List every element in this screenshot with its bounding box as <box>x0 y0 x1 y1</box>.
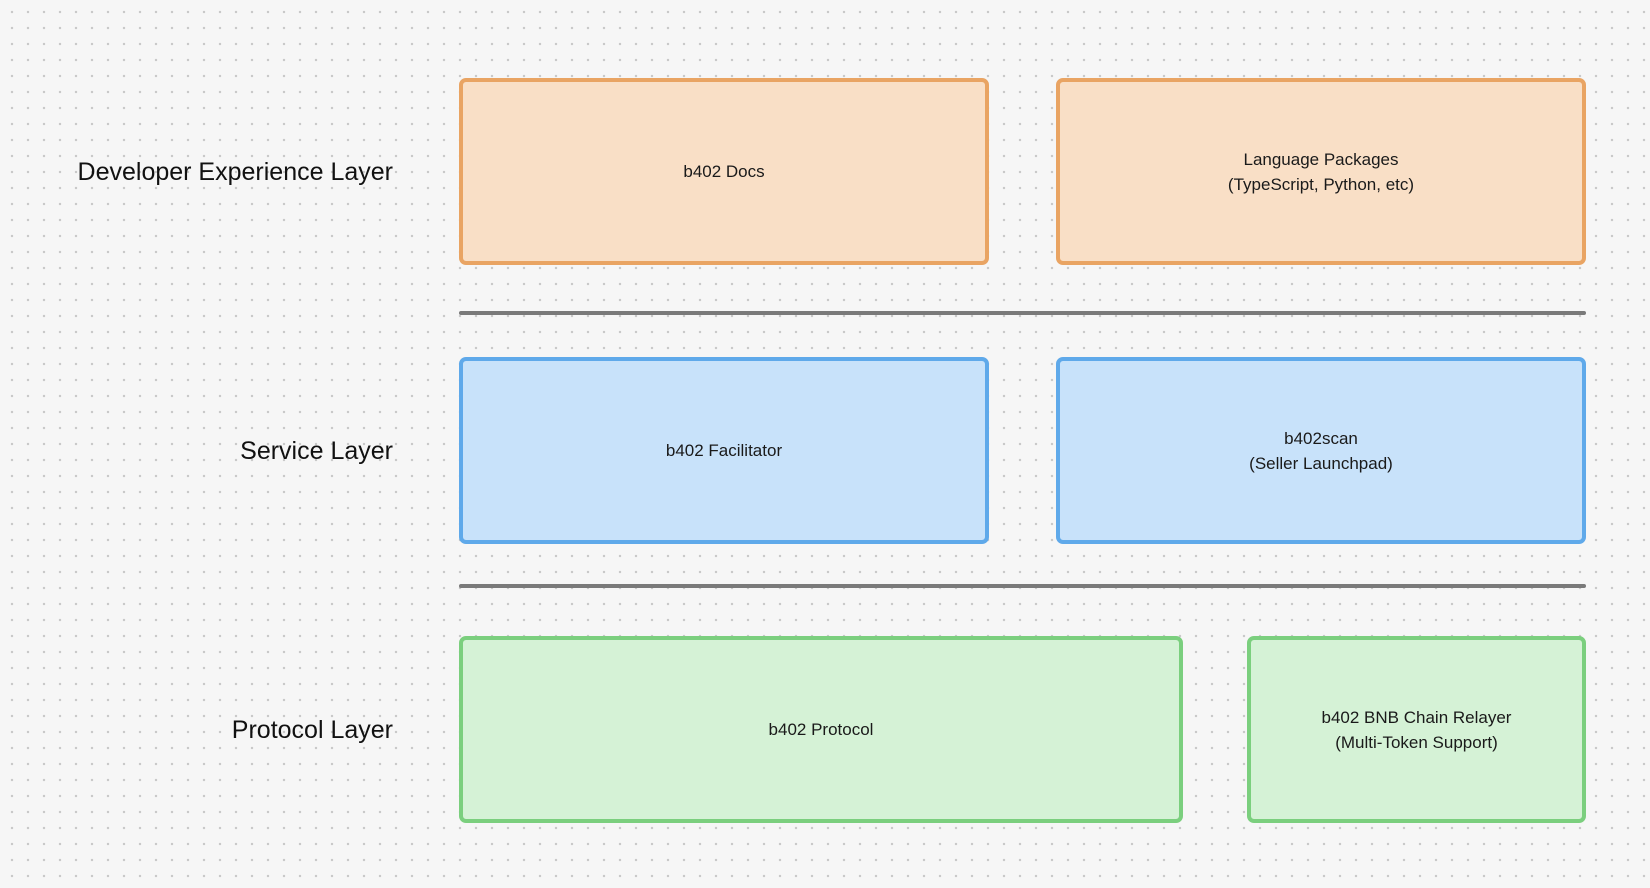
b402-bnb-chain-relayer-sublabel: (Multi-Token Support) <box>1335 732 1498 752</box>
developer-experience-layer-label: Developer Experience Layer <box>77 158 393 186</box>
layer-divider-bottom <box>459 584 1586 588</box>
b402scan-box[interactable]: b402scan (Seller Launchpad) <box>1056 357 1586 544</box>
b402scan-sublabel: (Seller Launchpad) <box>1249 453 1393 473</box>
b402scan-label: b402scan <box>1284 428 1358 448</box>
b402-facilitator-label: b402 Facilitator <box>665 441 783 460</box>
protocol-layer-label: Protocol Layer <box>231 716 393 744</box>
layer-divider-top <box>459 311 1586 315</box>
b402-facilitator-box[interactable]: b402 Facilitator <box>459 357 989 544</box>
language-packages-label: Language Packages <box>1243 149 1399 169</box>
b402-docs-label: b402 Docs <box>683 162 765 181</box>
b402-bnb-chain-relayer-label: b402 BNB Chain Relayer <box>1321 707 1512 727</box>
b402-protocol-label: b402 Protocol <box>768 720 874 739</box>
b402-protocol-box[interactable]: b402 Protocol <box>459 636 1183 823</box>
language-packages-sublabel: (TypeScript, Python, etc) <box>1227 174 1415 194</box>
b402-docs-box[interactable]: b402 Docs <box>459 78 989 265</box>
service-layer-label: Service Layer <box>240 437 393 465</box>
language-packages-box[interactable]: Language Packages (TypeScript, Python, e… <box>1056 78 1586 265</box>
b402-bnb-chain-relayer-box[interactable]: b402 BNB Chain Relayer (Multi-Token Supp… <box>1247 636 1586 823</box>
